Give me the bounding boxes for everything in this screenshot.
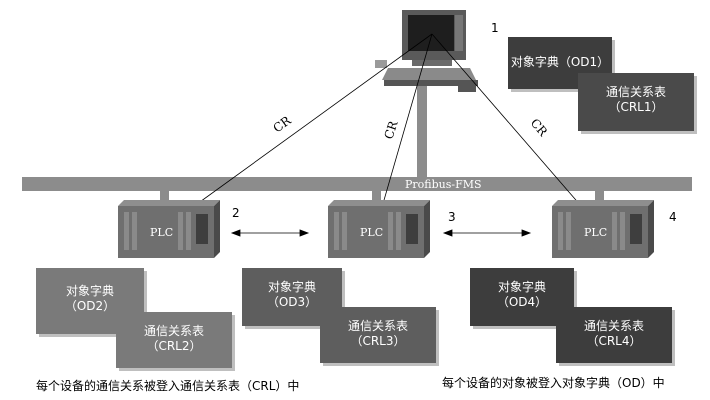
crl2-id: （CRL2） [146, 339, 202, 353]
od4-title: 对象字典 [497, 280, 546, 294]
plc-rack-2: PLC [328, 200, 430, 258]
cr-line-3 [431, 33, 589, 215]
od2-box: 对象字典 （OD2） [36, 268, 144, 334]
od1-id: （OD1） [558, 55, 610, 69]
crl1-box: 通信关系表 （CRL1） [578, 73, 694, 131]
crl1-title: 通信关系表 [605, 85, 666, 99]
crl3-title: 通信关系表 [347, 319, 408, 333]
number-4: 4 [669, 210, 677, 224]
number-3: 3 [448, 210, 456, 224]
od1-box: 对象字典（OD1） [508, 37, 612, 89]
plc-label-1: PLC [150, 226, 173, 239]
crl2-box: 通信关系表 （CRL2） [116, 312, 232, 368]
od1-title: 对象字典 [510, 55, 559, 69]
crl1-id: （CRL1） [608, 100, 664, 114]
caption-left: 每个设备的通信关系被登入通信关系表（CRL）中 [36, 379, 300, 393]
plc-stub-3 [595, 190, 604, 204]
crl2-title: 通信关系表 [143, 324, 204, 338]
crl4-id: （CRL4） [586, 334, 642, 348]
plc-label-2: PLC [360, 226, 383, 239]
od3-title: 对象字典 [267, 280, 316, 294]
plc-label-3: PLC [584, 226, 607, 239]
crl4-title: 通信关系表 [583, 319, 644, 333]
cr-label-1: CR [271, 113, 295, 136]
arrow-plc1-plc2 [230, 229, 310, 237]
cr-line-2 [379, 33, 433, 215]
crl3-box: 通信关系表 （CRL3） [320, 307, 436, 363]
cr-label-2: CR [382, 118, 401, 141]
od2-title: 对象字典 [65, 284, 114, 298]
computer-icon [375, 10, 478, 92]
plc-stub-1 [160, 190, 169, 204]
number-1: 1 [491, 21, 499, 35]
arrow-plc2-plc3 [442, 229, 532, 237]
computer-drop [417, 86, 427, 178]
profibus-bus [22, 177, 692, 191]
plc-rack-1: PLC [118, 200, 220, 258]
cr-line-1 [185, 33, 433, 213]
bus-label: Profibus-FMS [405, 178, 482, 191]
od2-id: （OD2） [64, 299, 116, 313]
od3-id: （OD3） [266, 295, 318, 309]
crl3-id: （CRL3） [350, 334, 406, 348]
od4-id: （OD4） [496, 295, 548, 309]
number-2: 2 [232, 206, 240, 220]
cr-label-3: CR [528, 116, 551, 140]
caption-right: 每个设备的对象被登入对象字典（OD）中 [442, 376, 665, 390]
plc-rack-3: PLC [552, 200, 654, 258]
crl4-box: 通信关系表 （CRL4） [556, 307, 672, 363]
plc-stub-2 [372, 190, 381, 204]
